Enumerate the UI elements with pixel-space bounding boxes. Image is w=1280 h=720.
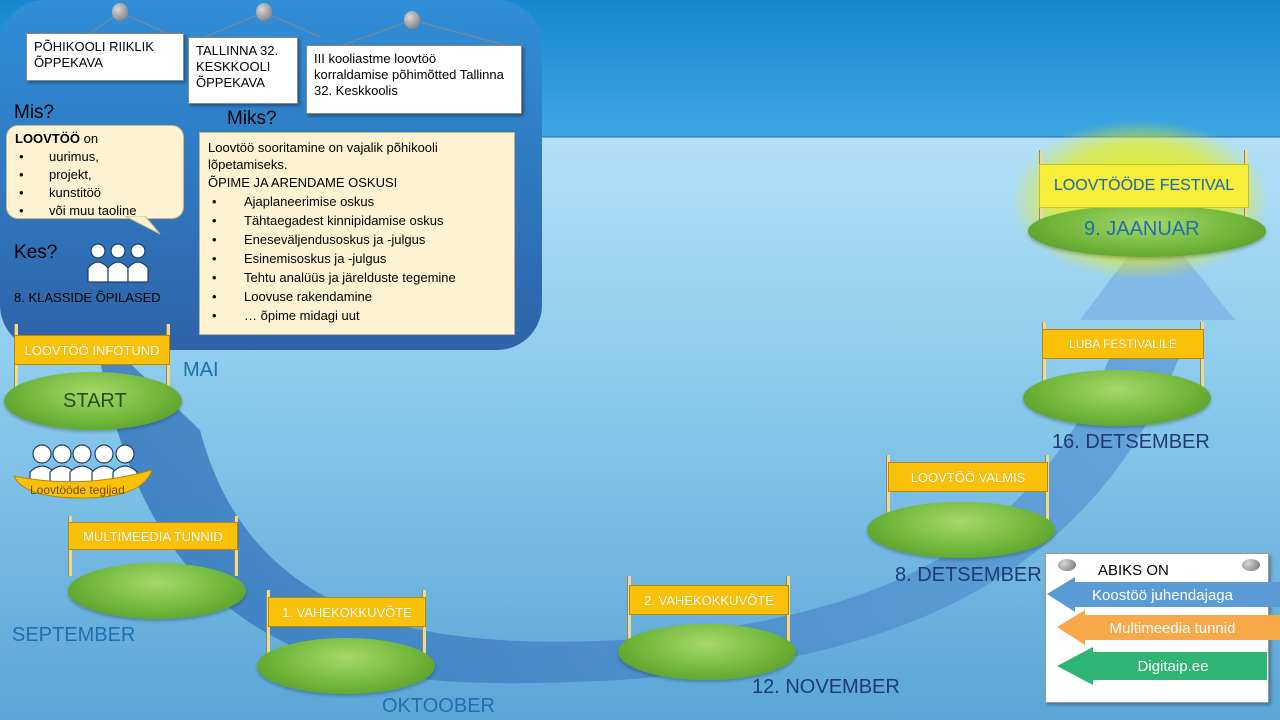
mis-item: projekt,: [15, 166, 175, 184]
students-icon: [87, 243, 149, 283]
abiks-item-koostoo: Koostöö juhendajaga: [1092, 586, 1233, 604]
date-jaanuar: 9. JAANUAR: [1084, 218, 1200, 240]
miks-heading: Miks?: [227, 108, 277, 129]
date-mai: MAI: [183, 359, 219, 381]
pin-2: [256, 3, 272, 21]
miks-item: Esinemisoskus ja -julgus: [208, 249, 506, 268]
timeline-path: [95, 330, 1190, 684]
island-vahe1: [257, 638, 435, 694]
island-multimeedia: [68, 563, 246, 619]
abiks-arrows: [1047, 577, 1280, 685]
island-luba: [1023, 370, 1211, 426]
boat-icon: [13, 444, 153, 499]
abiks-title: ABIKS ON: [1098, 562, 1169, 579]
mis-item: või muu taoline: [15, 202, 175, 220]
boat-label: Loovtööde tegijad: [30, 483, 125, 497]
note-school-curriculum: TALLINNA 32. KESKKOOLI ÕPPEKAVA: [188, 37, 298, 104]
arrow-digitaip: [1057, 647, 1267, 685]
start-label: START: [63, 390, 127, 412]
date-oktoober: OKTOOBER: [382, 695, 495, 717]
banner-infotund: LOOVTÖÖ INFOTUND: [14, 335, 170, 365]
mis-item: uurimus,: [15, 148, 175, 166]
date-september: SEPTEMBER: [12, 624, 136, 646]
mis-lead-bold: LOOVTÖÖ: [15, 131, 80, 146]
mis-lead-rest: on: [80, 131, 99, 146]
mis-item: kunstitöö: [15, 184, 175, 202]
banner-vahe1: 1. VAHEKOKKUVÕTE: [268, 597, 426, 627]
miks-item: Ajaplaneerimise oskus: [208, 192, 506, 211]
note-principles: III kooliastme loovtöö korraldamise põhi…: [306, 45, 522, 114]
pin-3: [404, 11, 420, 29]
miks-item: Tehtu analüüs ja järelduste tegemine: [208, 268, 506, 287]
banner-multimeedia: MULTIMEEDIA TUNNID: [68, 522, 238, 550]
kes-caption: 8. KLASSIDE ÕPILASED: [14, 290, 161, 305]
kes-heading: Kes?: [14, 242, 58, 263]
callout-tail: [125, 216, 161, 235]
arrow-koostoo: [1047, 577, 1280, 612]
miks-subhead: ÕPIME JA ARENDAME OSKUSI: [208, 175, 398, 190]
banner-luba: LUBA FESTIVALILE: [1042, 329, 1204, 359]
date-november: 12. NOVEMBER: [752, 676, 900, 698]
note-curriculum: PÕHIKOOLI RIIKLIK ÕPPEKAVA: [26, 33, 184, 81]
pin-1: [112, 3, 128, 21]
pin-abiks-right: [1242, 559, 1260, 571]
miks-item: … õpime midagi uut: [208, 306, 506, 325]
banner-vahe2: 2. VAHEKOKKUVÕTE: [629, 585, 789, 615]
banner-festival: LOOVTÖÖDE FESTIVAL: [1039, 164, 1249, 208]
mis-callout: LOOVTÖÖ on uurimus, projekt, kunstitöö v…: [6, 125, 184, 220]
pin-abiks-left: [1058, 559, 1076, 571]
miks-item: Eneseväljendusoskus ja -julgus: [208, 230, 506, 249]
abiks-item-digitaip: Digitaip.ee: [1137, 657, 1209, 675]
island-vahe2: [618, 624, 796, 680]
abiks-item-multimeedia: Multimeedia tunnid: [1109, 619, 1236, 637]
miks-item: Tähtaegadest kinnipidamise oskus: [208, 211, 506, 230]
start-island: [4, 372, 182, 430]
date-detsember16: 16. DETSEMBER: [1052, 431, 1210, 453]
arrow-multimeedia: [1057, 610, 1280, 645]
miks-box: Loovtöö sooritamine on vajalik põhikooli…: [199, 132, 515, 335]
miks-item: Loovuse rakendamine: [208, 287, 506, 306]
date-detsember8: 8. DETSEMBER: [895, 564, 1042, 586]
banner-valmis: LOOVTÖÖ VALMIS: [888, 462, 1048, 492]
mis-heading: Mis?: [14, 102, 55, 123]
island-festival: [1028, 205, 1266, 257]
island-valmis: [867, 502, 1055, 558]
miks-intro: Loovtöö sooritamine on vajalik põhikooli…: [208, 140, 438, 172]
